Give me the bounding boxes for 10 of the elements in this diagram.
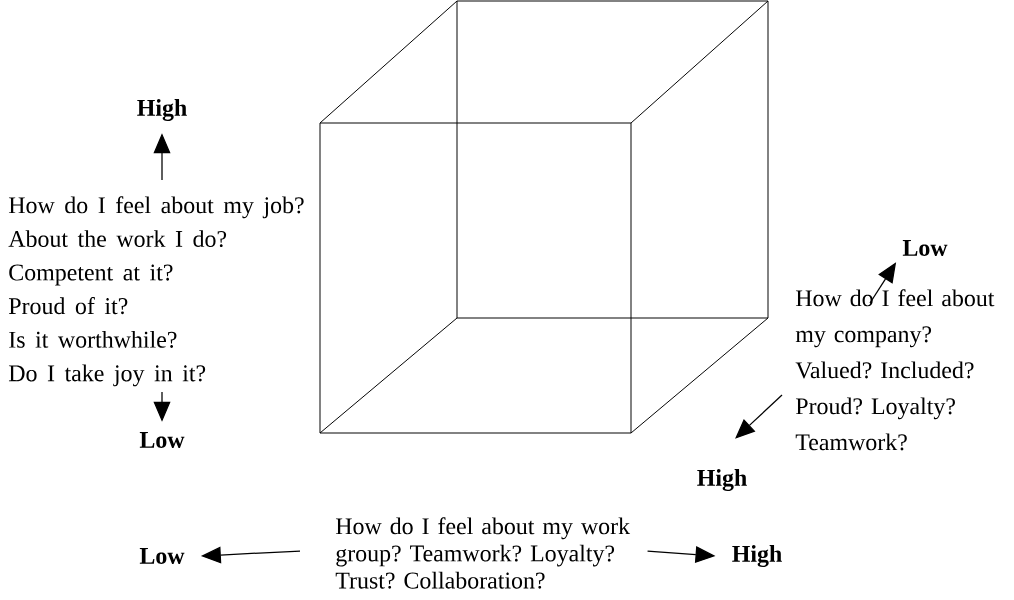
axis-label: High — [137, 99, 187, 121]
axis-label: Low — [139, 432, 185, 448]
axis-label: Low — [902, 240, 948, 256]
arrow — [735, 394, 783, 439]
question-text: How do I feel about my work group? Teamwork? Loyalty? Trust? Collaboration? — [335, 517, 631, 589]
axis-label: High — [732, 545, 782, 567]
question-text: How do I feel about my job? About the work I do? Competent at it? Proud of it? Is it worthwhile? Do I take joy in it? — [8, 196, 304, 387]
axis-label: High — [697, 469, 747, 491]
axis-label: Low — [139, 548, 185, 564]
question-text: How do I feel about my company? Valued? Included? Proud? Loyalty? Teamwork? — [795, 289, 995, 451]
